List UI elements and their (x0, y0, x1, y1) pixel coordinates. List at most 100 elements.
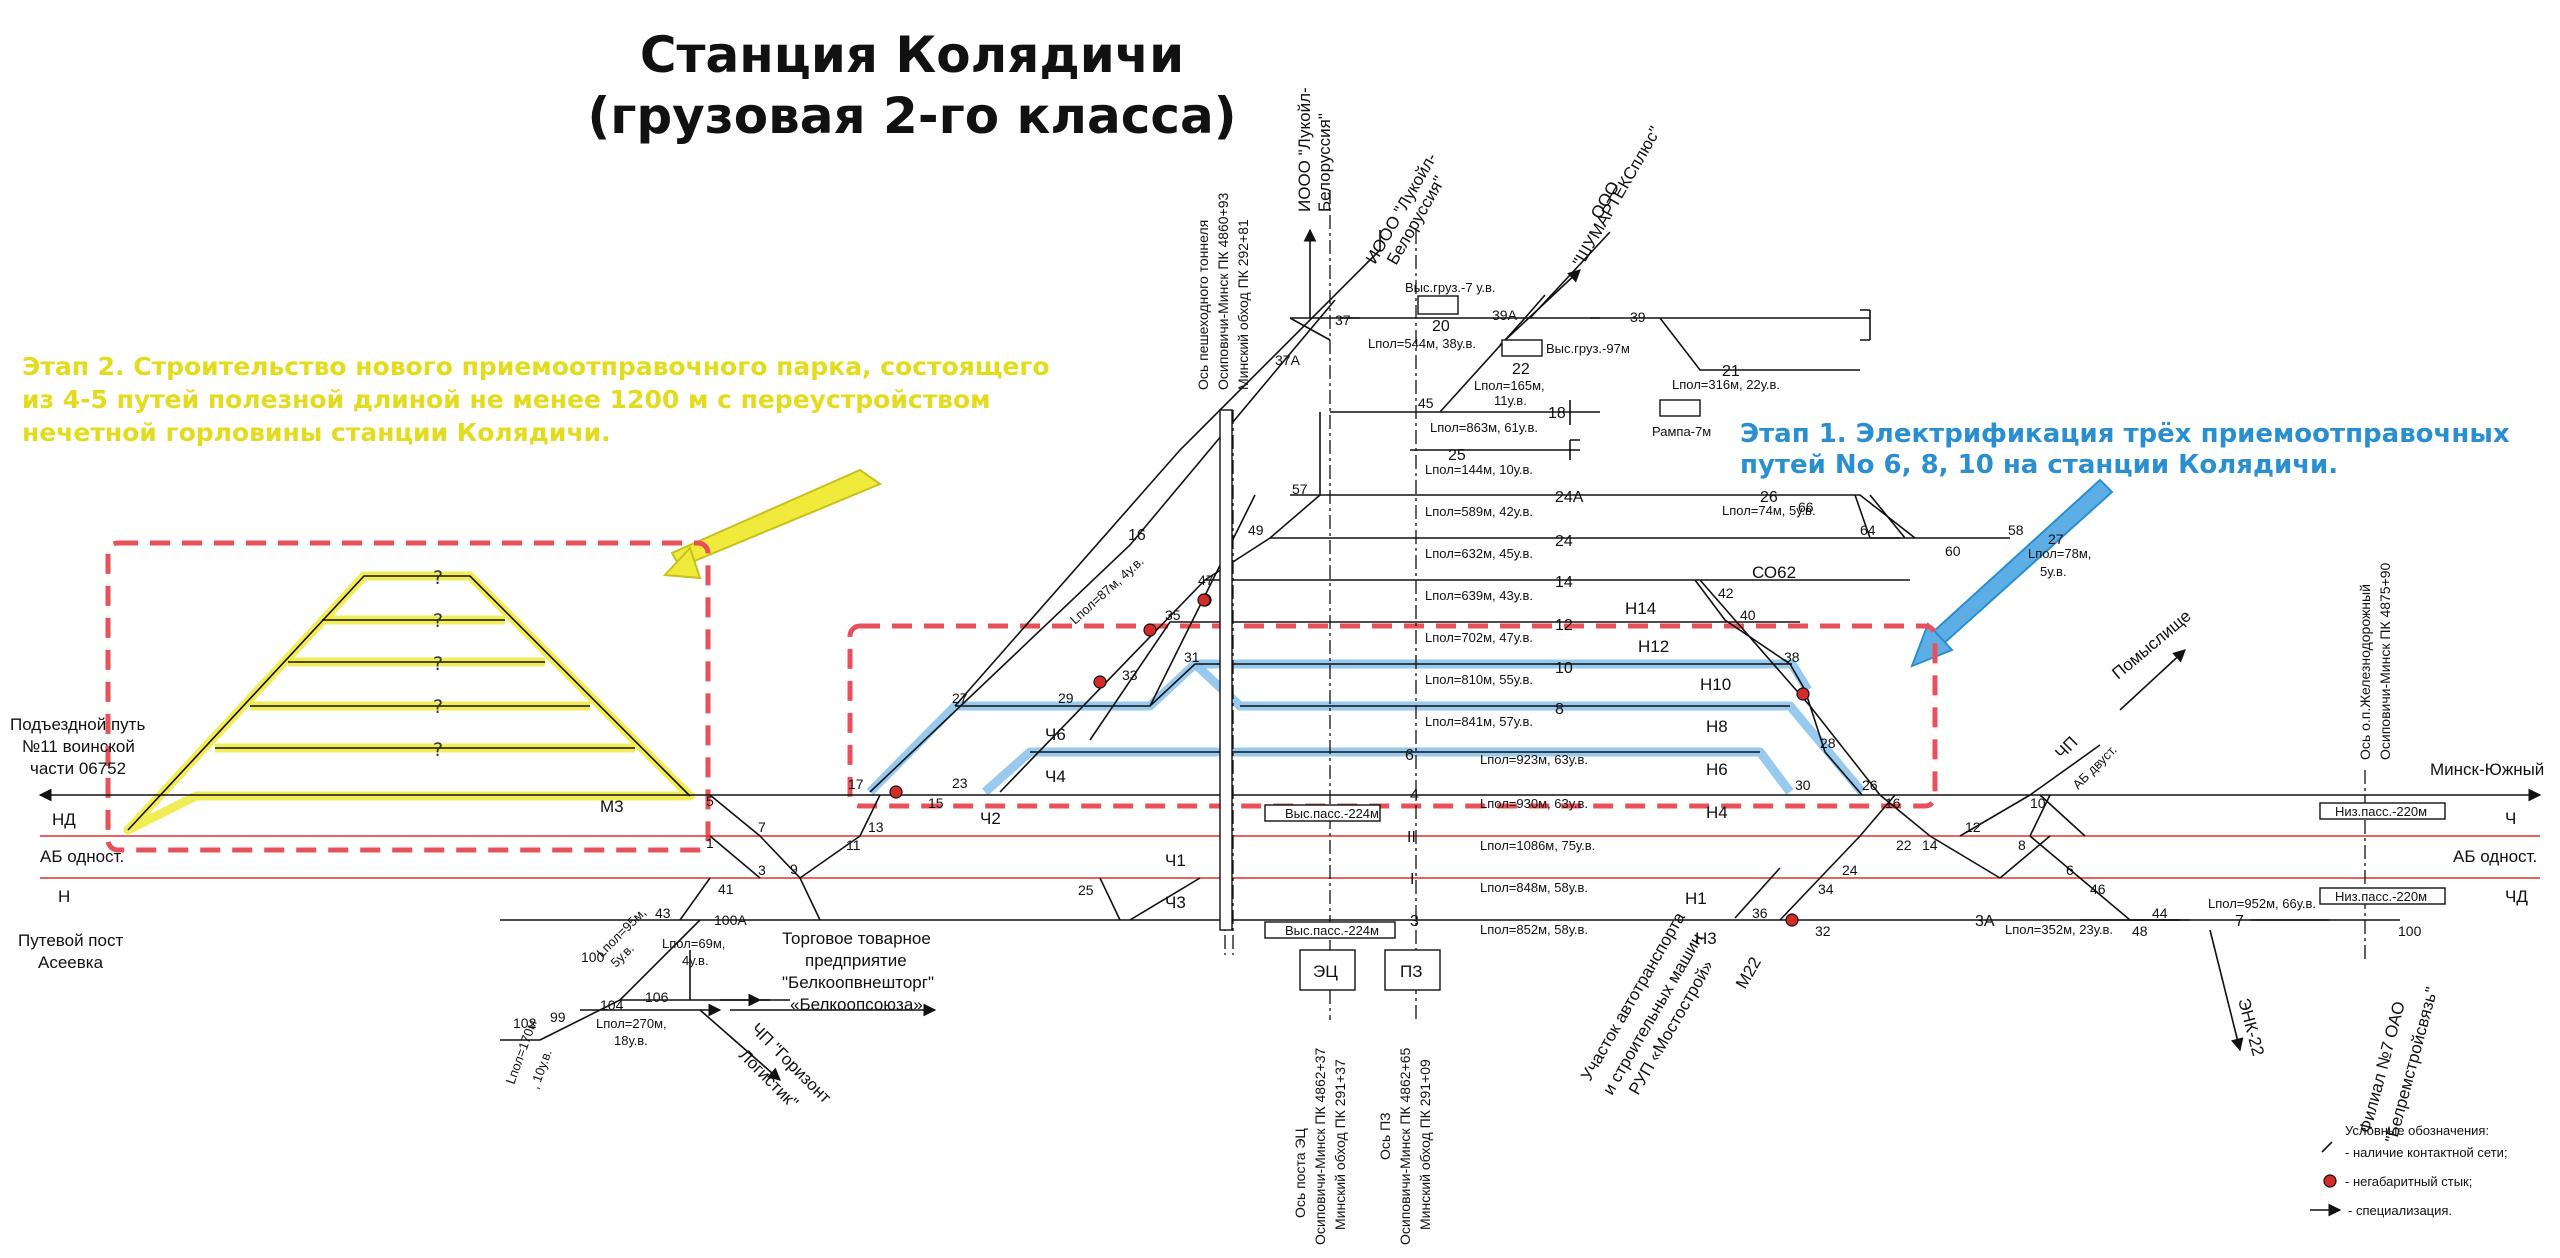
switch-42: 42 (1718, 585, 1734, 601)
direction-ab-single-left: АБ одност. (40, 847, 124, 866)
switch-47: 47 (1198, 572, 1214, 588)
siding-label-1: Подъездной путь (10, 715, 145, 734)
switch-25: 25 (1078, 882, 1094, 898)
signal-chp: ЧП (2051, 733, 2081, 763)
stage2-text-2: из 4-5 путей полезной длиной не менее 12… (22, 385, 991, 414)
stage2-new-park (123, 571, 695, 835)
switch-44: 44 (2152, 905, 2168, 921)
switch-34: 34 (1818, 881, 1834, 897)
switch-8: 8 (2018, 837, 2026, 853)
switch-17: 17 (848, 776, 864, 792)
switch-3: 3 (758, 862, 766, 878)
track-10: 10 (1555, 660, 1573, 677)
ec-label-1: Ось поста ЭЦ (1292, 1128, 1308, 1218)
signal-n4: Н4 (1706, 803, 1728, 822)
legend: Условные обозначения: - наличие контактн… (2310, 1123, 2508, 1218)
length-3a: Lпол=352м, 23у.в. (2005, 922, 2113, 937)
track-18: 18 (1548, 405, 1566, 422)
direction-minsk: Минск-Южный (2430, 760, 2544, 779)
switch-49: 49 (1248, 522, 1264, 538)
switch-64: 64 (1860, 522, 1876, 538)
pass-high-1-label: Выс.пасс.-224м (1285, 806, 1379, 821)
switch-15: 15 (928, 795, 944, 811)
length-12: Lпол=702м, 47у.в. (1425, 630, 1533, 645)
switch-38: 38 (1784, 649, 1800, 665)
new-track-5-label: ? (433, 739, 443, 761)
post-label-1: Путевой пост (18, 931, 123, 950)
torg-label-2: предприятие (805, 951, 907, 970)
track-24: 24 (1555, 533, 1573, 550)
new-track-1-label: ? (433, 567, 443, 589)
lukoil-label-1: ИООО "Лукойл- (1295, 87, 1314, 212)
oversize-joints (889, 593, 1810, 927)
switch-6: 6 (2066, 862, 2074, 878)
track-12: 12 (1555, 617, 1573, 634)
switch-9: 9 (790, 861, 798, 877)
stop-label-1: Ось о.п.Железнодорожный (2357, 584, 2373, 760)
legend-spec: - специализация. (2348, 1203, 2452, 1218)
switch-66: 66 (1798, 499, 1814, 515)
track-3: 3 (1410, 913, 1419, 930)
signal-m22: М22 (1732, 954, 1765, 992)
tunnel-label-3: Минский обход ПК 292+81 (1235, 219, 1251, 390)
length-24a: Lпол=589м, 42у.в. (1425, 504, 1533, 519)
length-18: Lпол=863м, 61у.в. (1430, 420, 1538, 435)
pz-box (1384, 949, 1441, 991)
track-24a: 24А (1555, 489, 1584, 506)
freight-platform-1 (1417, 295, 1459, 315)
ramp-box (1659, 399, 1701, 417)
length-20: Lпол=544м, 38у.в. (1368, 336, 1476, 351)
stage1-text-1: Этап 1. Электрификация трёх приемоотправ… (1740, 419, 2510, 449)
track-I: I (1410, 871, 1414, 888)
signal-m3: М3 (600, 797, 624, 816)
switch-39a: 39А (1492, 307, 1518, 323)
switch-60: 60 (1945, 543, 1961, 559)
switch-41: 41 (718, 881, 734, 897)
signal-n8: Н8 (1706, 717, 1728, 736)
length-22b: 11у.в. (1494, 393, 1527, 408)
switch-27b: 27 (2048, 531, 2064, 547)
switch-45: 45 (1418, 395, 1434, 411)
switch-99: 99 (550, 1009, 566, 1025)
switch-14: 14 (1922, 837, 1938, 853)
switch-35: 35 (1165, 607, 1181, 623)
stage2-text-1: Этап 2. Строительство нового приемоотпра… (22, 352, 1050, 381)
switch-40: 40 (1740, 607, 1756, 623)
stage2-zone (105, 540, 711, 853)
station-tracks (38, 228, 2542, 1080)
switch-22: 22 (1896, 837, 1912, 853)
tunnel-box (1219, 409, 1233, 931)
length-8: Lпол=841м, 57у.в. (1425, 714, 1533, 729)
stage1-zone (847, 623, 1938, 809)
switch-100-right: 100 (2398, 923, 2422, 939)
siding-label-2: №11 воинской (22, 737, 135, 756)
length-I: Lпол=1086м, 75у.в. (1480, 838, 1595, 853)
track-21: 21 (1722, 363, 1740, 380)
pass-low-2-label: Низ.пасс.-220м (2335, 889, 2427, 904)
track-22: 22 (1512, 361, 1530, 378)
low-platform-2 (2319, 887, 2446, 905)
signal-n14: Н14 (1625, 599, 1656, 618)
track-26: 26 (1760, 489, 1778, 506)
switch-104: 104 (600, 997, 624, 1013)
signal-ch: Ч (2505, 809, 2516, 828)
length-6: Lпол=923м, 63у.в. (1480, 752, 1588, 767)
length-22: Lпол=165м, (1474, 378, 1545, 393)
new-track-3-label: ? (433, 653, 443, 675)
pass-low-1-label: Низ.пасс.-220м (2335, 804, 2427, 819)
track-number-labels: 20 22 18 25 24А 24 14 12 10 8 6 4 II I 3… (1128, 318, 2244, 930)
switch-7: 7 (758, 819, 766, 835)
switch-33: 33 (1122, 667, 1138, 683)
track-3a: 3А (1975, 913, 1995, 930)
signal-n6: Н6 (1706, 760, 1728, 779)
ec-post-label: ЭЦ (1313, 962, 1338, 981)
switch-26: 26 (1862, 777, 1878, 793)
stage1-text-2: путей No 6, 8, 10 на станции Колядичи. (1740, 450, 2338, 480)
track-16: 16 (1128, 527, 1146, 544)
switch-36: 36 (1752, 905, 1768, 921)
ramp-label: Рампа-7м (1652, 424, 1711, 439)
switch-102: 102 (513, 1015, 537, 1031)
stage1-arrow (1930, 478, 2114, 647)
length-104: Lпол=270м, (596, 1016, 667, 1031)
